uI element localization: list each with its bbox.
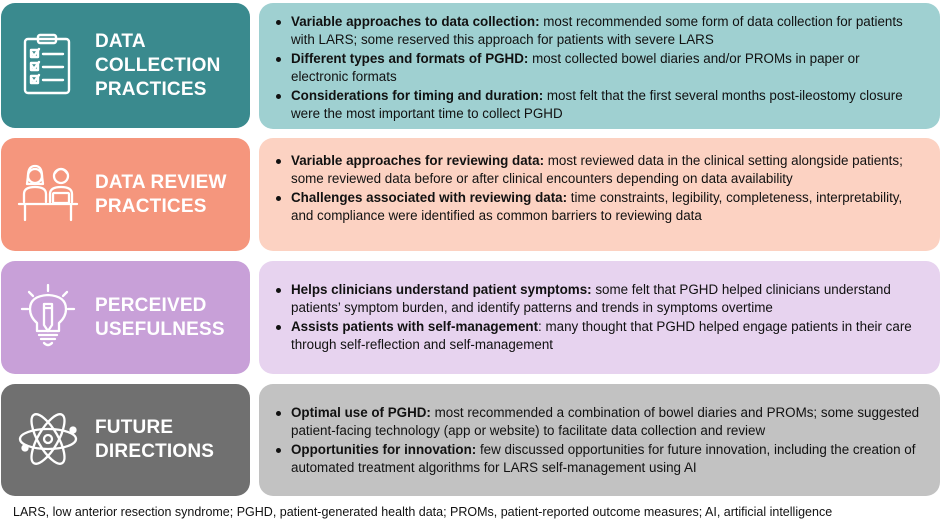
bullet-text: : many thought that PGHD helped engage p…: [291, 318, 912, 353]
bullet-heading: Different types and formats of PGHD:: [291, 50, 529, 66]
title-line: FUTURE: [95, 417, 174, 438]
bullet-item: Challenges associated with reviewing dat…: [271, 189, 920, 226]
perceived-usefulness-details: Helps clinicians understand patient symp…: [259, 261, 940, 374]
bullet-heading: Assists patients with self-management: [291, 318, 539, 334]
clinician-patient-desk-icon: [15, 160, 81, 226]
atom-icon: [15, 406, 81, 472]
title-line: USEFULNESS: [95, 318, 225, 340]
data-collection-details: Variable approaches to data collection: …: [259, 3, 940, 129]
clipboard-checklist-icon: [15, 32, 81, 98]
data-review-title: DATA REVIEW PRACTICES: [95, 171, 244, 219]
title-line: DIRECTIONS: [95, 441, 215, 462]
abbreviations-footnote: LARS, low anterior resection syndrome; P…: [13, 505, 833, 519]
bullet-heading: Optimal use of PGHD:: [291, 405, 431, 420]
title-line: PERCEIVED: [95, 294, 207, 316]
bullet-item: Assists patients with self-management: m…: [271, 318, 920, 355]
data-review-label-box: DATA REVIEW PRACTICES: [1, 138, 250, 251]
bullet-text: most recommended some form of data colle…: [291, 14, 903, 48]
bullet-heading: Variable approaches to data collection:: [291, 14, 540, 29]
data-collection-label-box: DATA COLLECTION PRACTICES: [1, 3, 250, 128]
bullet-text: time constraints, legibility, completene…: [291, 189, 903, 224]
title-line: DATA REVIEW: [95, 171, 227, 193]
title-line: PRACTICES: [95, 195, 207, 217]
bullet-text: most felt that the first several months …: [291, 87, 903, 122]
bullet-heading: Opportunities for innovation:: [291, 441, 477, 457]
title-line: PRACTICES: [95, 78, 207, 100]
bullet-item: Different types and formats of PGHD: mos…: [271, 50, 920, 87]
bullet-heading: Challenges associated with reviewing dat…: [291, 189, 568, 205]
data-review-details: Variable approaches for reviewing data: …: [259, 138, 940, 251]
bullet-item: Optimal use of PGHD: most recommended a …: [271, 404, 920, 441]
bullet-item: Opportunities for innovation: few discus…: [271, 441, 920, 478]
bullet-item: Variable approaches for reviewing data: …: [271, 152, 920, 189]
perceived-usefulness-label-box: PERCEIVED USEFULNESS: [1, 261, 250, 374]
title-line: COLLECTION: [95, 54, 221, 76]
bullet-heading: Variable approaches for reviewing data:: [291, 153, 545, 168]
bullet-item: Considerations for timing and duration: …: [271, 87, 920, 124]
bullet-heading: Considerations for timing and duration:: [291, 87, 544, 103]
future-directions-title: FUTURE DIRECTIONS: [95, 416, 244, 464]
lightbulb-pencil-icon: [15, 283, 81, 349]
title-line: DATA: [95, 30, 146, 52]
bullet-item: Helps clinicians understand patient symp…: [271, 281, 920, 318]
bullet-text: few discussed opportunities for future i…: [291, 441, 916, 476]
future-directions-details: Optimal use of PGHD: most recommended a …: [259, 384, 940, 496]
data-collection-title: DATA COLLECTION PRACTICES: [95, 30, 244, 102]
bullet-text: some felt that PGHD helped clinicians un…: [291, 282, 891, 316]
bullet-item: Variable approaches to data collection: …: [271, 13, 920, 50]
future-directions-label-box: FUTURE DIRECTIONS: [1, 384, 250, 496]
bullet-text: most reviewed data in the clinical setti…: [291, 153, 903, 187]
perceived-usefulness-title: PERCEIVED USEFULNESS: [95, 294, 244, 342]
bullet-text: most recommended a combination of bowel …: [291, 405, 920, 439]
bullet-text: most collected bowel diaries and/or PROM…: [291, 50, 860, 85]
bullet-heading: Helps clinicians understand patient symp…: [291, 282, 592, 297]
